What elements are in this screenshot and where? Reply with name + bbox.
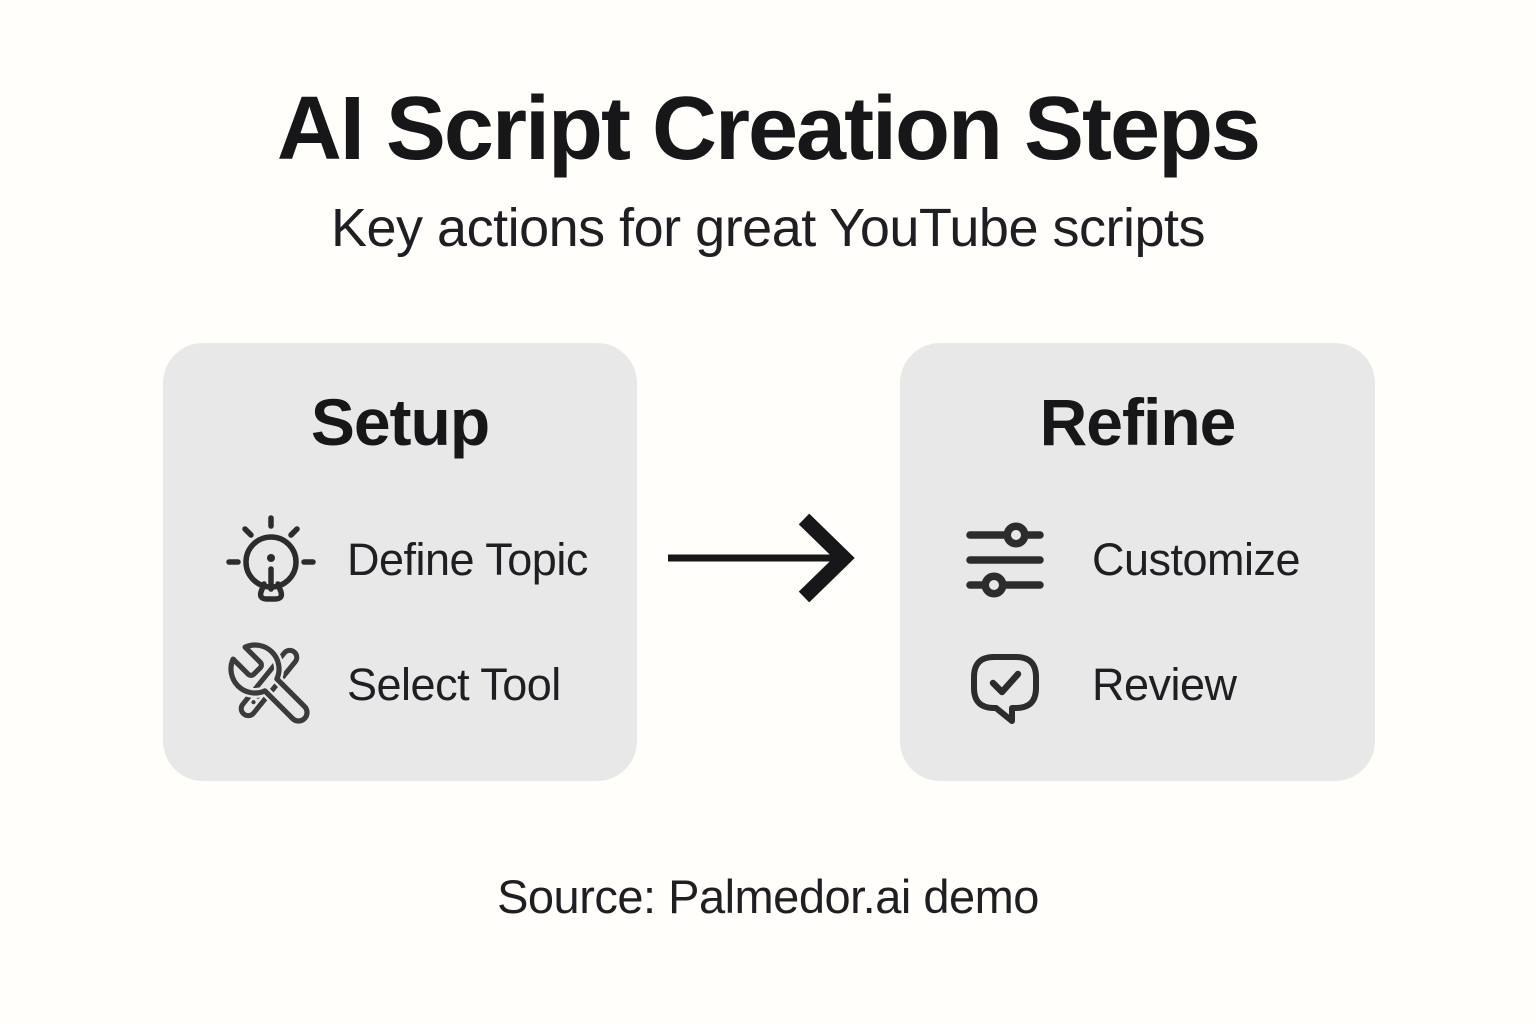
sliders-icon <box>966 521 1044 599</box>
setup-card: Setup Define Topic <box>163 343 637 781</box>
right-arrow-icon <box>666 512 858 604</box>
lightbulb-idea-icon <box>223 512 319 608</box>
source-caption: Source: Palmedor.ai demo <box>497 870 1039 923</box>
step-label: Define Topic <box>347 534 588 585</box>
setup-step-define-topic: Define Topic <box>223 512 588 608</box>
setup-step-select-tool: Select Tool <box>223 637 561 733</box>
refine-step-customize: Customize <box>966 521 1301 599</box>
chat-check-icon <box>966 646 1044 724</box>
step-label: Review <box>1092 659 1237 710</box>
refine-card: Refine Customize <box>900 343 1375 781</box>
refine-step-review: Review <box>966 646 1237 724</box>
page-title: AI Script Creation Steps <box>276 79 1261 179</box>
page-subtitle: Key actions for great YouTube scripts <box>330 198 1206 258</box>
setup-card-title: Setup <box>310 385 490 459</box>
step-label: Customize <box>1092 534 1301 585</box>
step-label: Select Tool <box>347 659 561 710</box>
refine-card-title: Refine <box>1039 385 1237 459</box>
crossed-tools-icon <box>223 637 319 733</box>
